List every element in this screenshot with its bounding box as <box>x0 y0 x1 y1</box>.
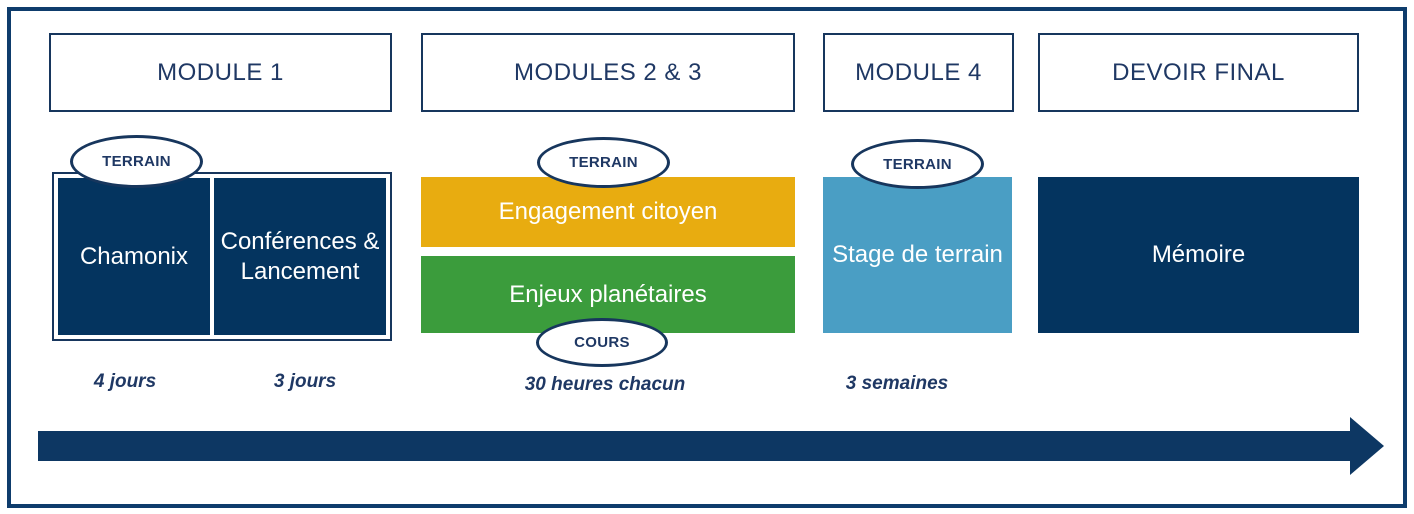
box-conferences-lancement: Conférences & Lancement <box>214 178 386 335</box>
badge-cours-modules23: COURS <box>536 318 668 367</box>
badge-terrain-module1: TERRAIN <box>70 135 203 188</box>
header-module-1: MODULE 1 <box>49 33 392 112</box>
bar-engagement-citoyen: Engagement citoyen <box>421 177 795 247</box>
duration-30-heures-chacun: 30 heures chacun <box>524 374 686 395</box>
box-memoire: Mémoire <box>1038 177 1359 333</box>
box-stage-de-terrain: Stage de terrain <box>823 177 1012 333</box>
header-module-4: MODULE 4 <box>823 33 1014 112</box>
module-1-group-box: Chamonix Conférences & Lancement <box>52 172 392 341</box>
badge-terrain-module4: TERRAIN <box>851 139 984 189</box>
box-chamonix: Chamonix <box>58 178 210 335</box>
duration-4-jours: 4 jours <box>93 371 157 392</box>
timeline-arrow-head-icon <box>1350 417 1384 475</box>
header-devoir-final: DEVOIR FINAL <box>1038 33 1359 112</box>
header-modules-2-3: MODULES 2 & 3 <box>421 33 795 112</box>
diagram-frame <box>7 7 1407 508</box>
badge-terrain-modules23: TERRAIN <box>537 137 670 188</box>
duration-3-semaines: 3 semaines <box>845 373 949 394</box>
duration-3-jours: 3 jours <box>273 371 337 392</box>
timeline-arrow-shaft <box>38 431 1350 461</box>
